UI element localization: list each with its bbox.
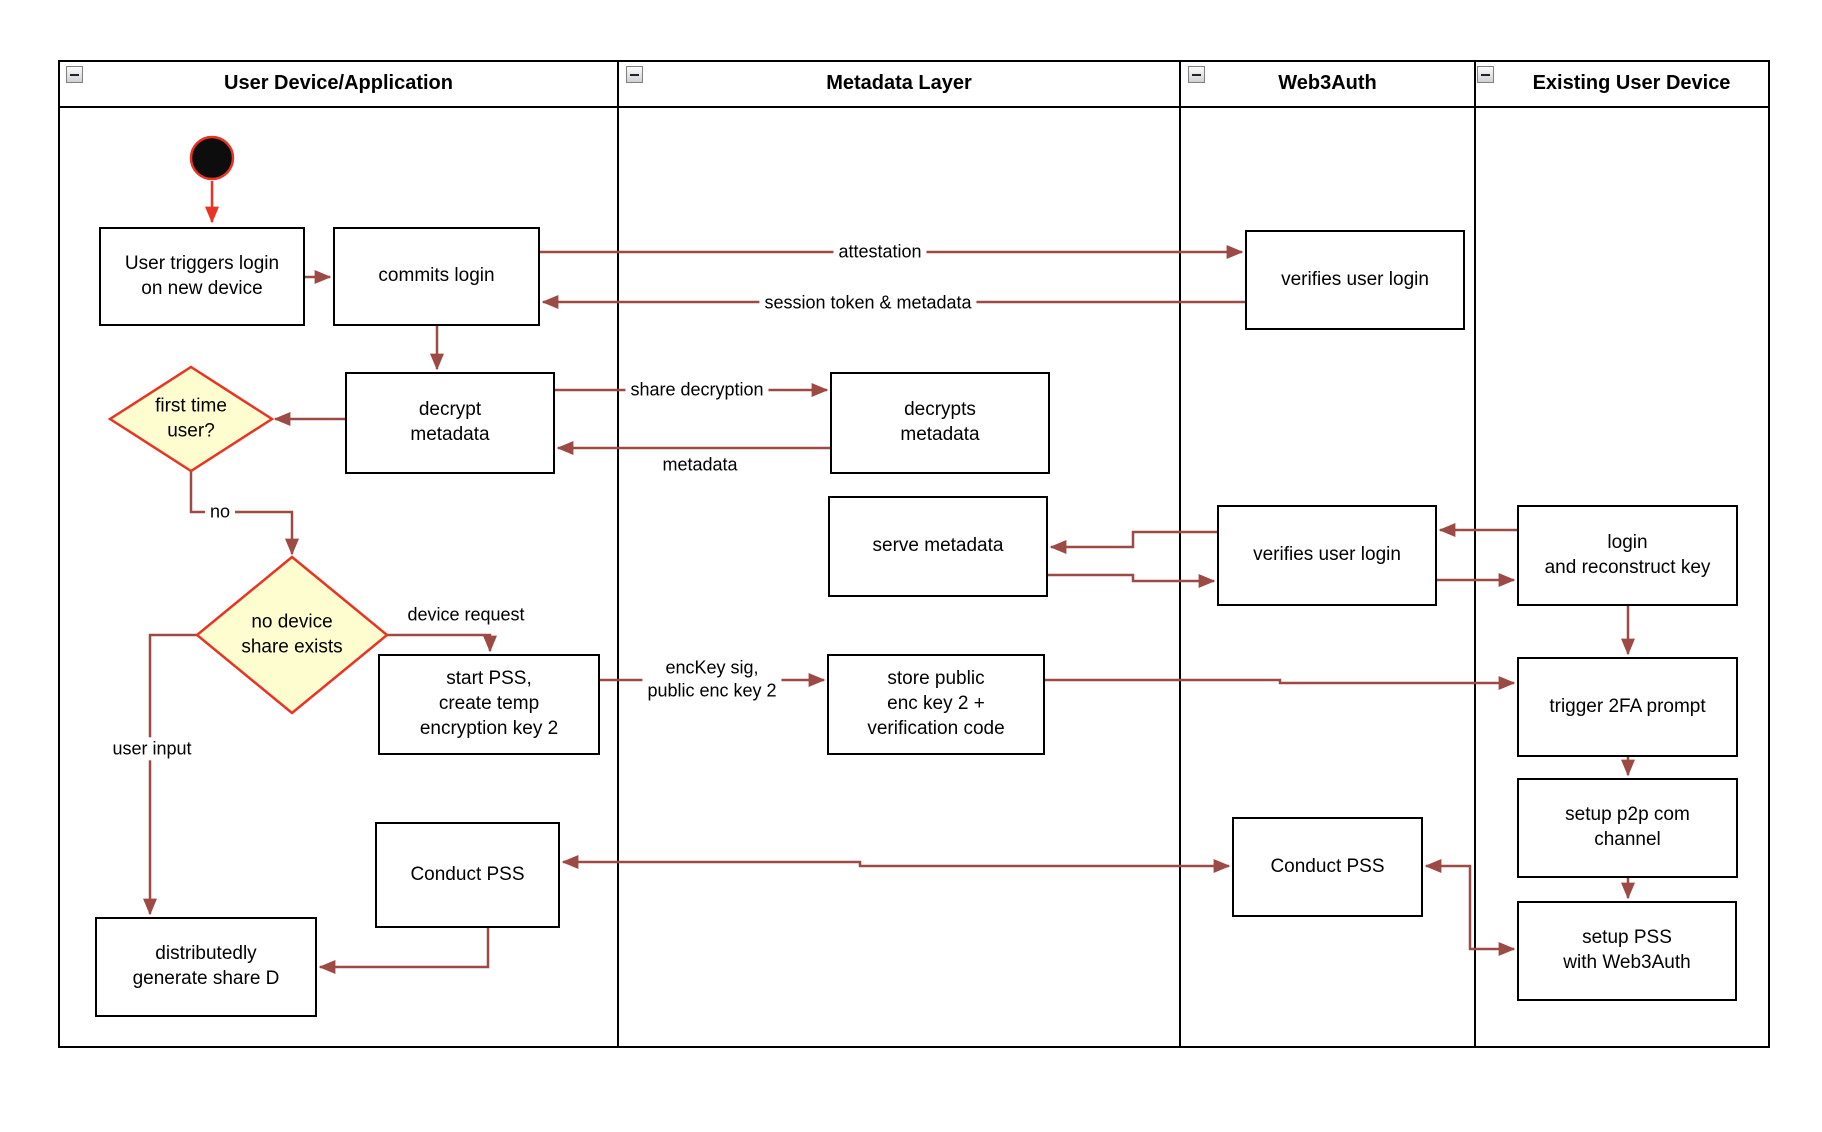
lane-title: Web3Auth: [1278, 71, 1377, 94]
lane-header-metadata-layer: Metadata Layer: [619, 60, 1179, 106]
node-user-triggers: User triggers login on new device: [99, 227, 305, 326]
label-user-input: user input: [107, 737, 197, 761]
label-device-request: device request: [407, 604, 525, 625]
edge-verifies-to-serve: [1049, 530, 1217, 554]
node-setup-pss: setup PSS with Web3Auth: [1517, 901, 1737, 1001]
lane-divider-3: [1474, 60, 1476, 1048]
edge-serve-to-verifies: [1048, 573, 1216, 588]
no-device-share-diamond: [195, 555, 389, 715]
node-store-public: store public enc key 2 + verification co…: [827, 654, 1045, 755]
lane-header-user-device: User Device/Application: [60, 60, 617, 106]
label-share-decryption: share decryption: [625, 378, 769, 402]
collapse-icon[interactable]: [1477, 66, 1494, 83]
node-login-reconstruct: login and reconstruct key: [1517, 505, 1738, 606]
first-time-user-diamond: [107, 365, 275, 473]
lane-title: Metadata Layer: [826, 71, 972, 94]
lane-header-web3auth: Web3Auth: [1181, 60, 1474, 106]
collapse-icon[interactable]: [1188, 66, 1205, 83]
label-metadata: metadata: [662, 454, 738, 475]
label-attestation: attestation: [833, 240, 927, 264]
edge-setup-pss-to-conduct: [1424, 859, 1516, 956]
node-verifies-login-top: verifies user login: [1245, 230, 1465, 330]
edge-conduct-to-distributedly: [318, 928, 490, 974]
edge-no-branch: [189, 471, 299, 556]
node-start-pss: start PSS, create temp encryption key 2: [378, 654, 600, 755]
lane-title: Existing User Device: [1532, 71, 1731, 94]
node-conduct-pss-user: Conduct PSS: [375, 822, 560, 928]
lane-divider-2: [1179, 60, 1181, 1048]
header-separator: [58, 106, 1770, 108]
lane-header-existing-device: Existing User Device: [1493, 60, 1770, 106]
lane-title: User Device/Application: [224, 71, 453, 94]
label-enckey-sig: encKey sig, public enc key 2: [642, 656, 782, 704]
node-decrypt-metadata: decrypt metadata: [345, 372, 555, 474]
node-verifies-login-mid: verifies user login: [1217, 505, 1437, 606]
collapse-icon[interactable]: [66, 66, 83, 83]
edge-device-request: [387, 633, 497, 653]
label-session-token: session token & metadata: [759, 291, 977, 315]
lane-divider-1: [617, 60, 619, 1048]
node-setup-p2p: setup p2p com channel: [1517, 778, 1738, 878]
node-decrypts-metadata: decrypts metadata: [830, 372, 1050, 474]
node-serve-metadata: serve metadata: [828, 496, 1048, 597]
node-conduct-pss-web3auth: Conduct PSS: [1232, 817, 1423, 917]
start-node: [189, 135, 235, 181]
node-distributedly-generate: distributedly generate share D: [95, 917, 317, 1017]
edge-user-input: [143, 633, 198, 916]
edge-conduct-pss-link: [561, 855, 1231, 873]
edge-store-to-2fa: [1045, 676, 1516, 690]
collapse-icon[interactable]: [626, 66, 643, 83]
no-device-share-label: no device share exists: [241, 611, 343, 657]
node-trigger-2fa: trigger 2FA prompt: [1517, 657, 1738, 757]
label-no: no: [204, 500, 236, 524]
first-time-user-label: first time user?: [155, 395, 227, 441]
node-commits-login: commits login: [333, 227, 540, 326]
